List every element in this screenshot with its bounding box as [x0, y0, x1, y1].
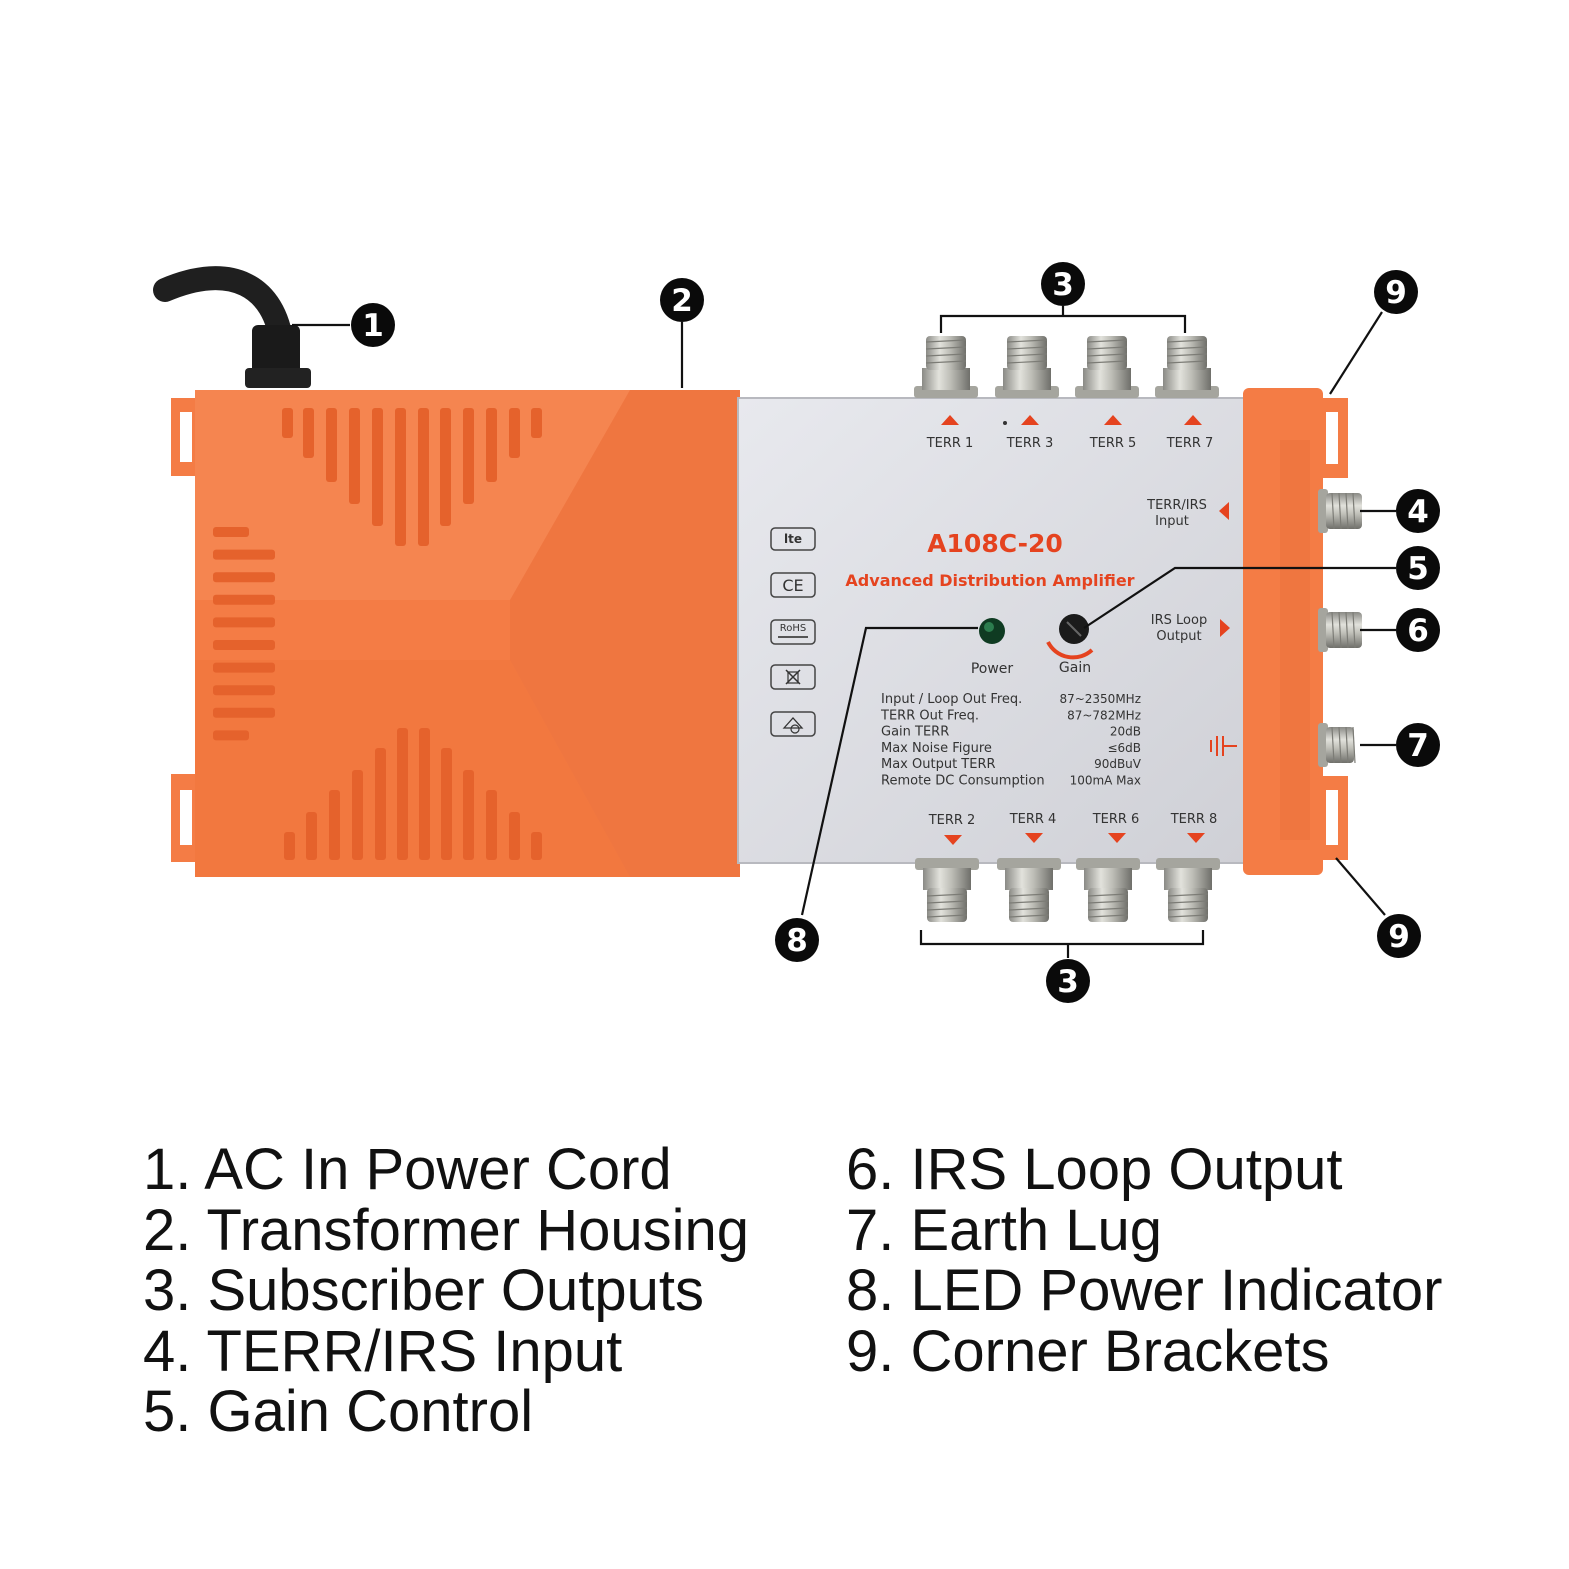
transformer-housing — [171, 390, 740, 877]
badge-number: 3 — [1057, 964, 1079, 1000]
port-labels-bottom: TERR 2 TERR 4 TERR 6 TERR 8 — [928, 812, 1218, 845]
badge-number: 7 — [1407, 728, 1429, 764]
port-label-terr5: TERR 5 — [1089, 436, 1137, 451]
legend-item-8: 8. LED Power Indicator — [846, 1258, 1443, 1323]
loop-label-line1: IRS Loop — [1151, 613, 1207, 628]
lte-filter-logo: lte — [770, 527, 816, 551]
input-label-line1: TERR/IRS — [1146, 498, 1207, 513]
subscriber-outputs-top[interactable] — [914, 336, 1219, 398]
power-label: Power — [971, 661, 1014, 677]
callout-badge-3-top: 3 — [1041, 262, 1085, 306]
connector-terr3[interactable] — [995, 336, 1059, 398]
legend-item-9: 9. Corner Brackets — [846, 1318, 1330, 1384]
legend-item-6: 6. IRS Loop Output — [846, 1137, 1343, 1202]
spec-value: 90dBuV — [1094, 757, 1142, 771]
callout-badge-9-bottom: 9 — [1377, 914, 1421, 958]
connector-terr8[interactable] — [1156, 858, 1220, 922]
badge-number: 3 — [1052, 267, 1074, 303]
ce-mark-icon: CE — [770, 572, 816, 598]
house-symbol-icon — [770, 711, 816, 737]
connector-terr7[interactable] — [1155, 336, 1219, 398]
port-label-terr6: TERR 6 — [1092, 812, 1140, 827]
port-label-terr7: TERR 7 — [1166, 436, 1214, 451]
svg-text:CE: CE — [782, 576, 803, 595]
port-label-terr4: TERR 4 — [1009, 812, 1057, 827]
badge-number: 8 — [786, 923, 808, 959]
spec-value: ≤6dB — [1107, 741, 1141, 755]
device-subtitle: Advanced Distribution Amplifier — [845, 571, 1134, 590]
callout-badge-3-bottom: 3 — [1046, 959, 1090, 1003]
connector-terr2[interactable] — [915, 858, 979, 922]
connector-terr5[interactable] — [1075, 336, 1139, 398]
callout-badge-7: 7 — [1396, 723, 1440, 767]
callout-badge-6: 6 — [1396, 608, 1440, 652]
spec-name: Gain TERR — [881, 725, 949, 740]
legend-item-5: 5. Gain Control — [143, 1379, 534, 1444]
port-label-terr3: TERR 3 — [1006, 436, 1054, 451]
callout-badge-1: 1 — [351, 303, 395, 347]
callout-badges: 1 2 3 9 4 5 6 7 8 3 9 — [351, 262, 1440, 1003]
badge-number: 9 — [1385, 275, 1407, 311]
legend-right: 6. IRS Loop Output 7. Earth Lug 8. LED P… — [846, 1137, 1443, 1384]
output-arrow-icon — [1220, 619, 1230, 637]
certification-logos: lte CE RoHS — [770, 527, 816, 737]
spec-value: 87~782MHz — [1067, 708, 1141, 722]
legend-item-3: 3. Subscriber Outputs — [143, 1258, 704, 1323]
power-cord — [153, 266, 311, 388]
badge-number: 4 — [1407, 494, 1429, 530]
gain-label: Gain — [1059, 660, 1091, 676]
legend-item-1: 1. AC In Power Cord — [143, 1137, 672, 1202]
legend-left: 1. AC In Power Cord 2. Transformer Housi… — [143, 1137, 750, 1444]
model-number: A108C-20 — [927, 529, 1063, 558]
spec-name: Max Output TERR — [881, 757, 996, 772]
right-end-cap — [1243, 388, 1348, 875]
weee-bin-icon — [770, 664, 816, 690]
loop-label-line2: Output — [1156, 629, 1201, 644]
irs-loop-output-connector[interactable] — [1318, 608, 1362, 652]
badge-number: 6 — [1407, 613, 1429, 649]
connector-terr4[interactable] — [997, 858, 1061, 922]
callout-lines — [292, 306, 1396, 958]
spec-value: 100mA Max — [1070, 774, 1141, 788]
input-label-line2: Input — [1155, 514, 1189, 529]
legend-item-7: 7. Earth Lug — [846, 1197, 1162, 1263]
spec-name: Max Noise Figure — [881, 741, 992, 756]
earth-lug[interactable] — [1318, 723, 1356, 767]
svg-text:lte: lte — [784, 532, 802, 546]
callout-badge-4: 4 — [1396, 489, 1440, 533]
gain-knob[interactable] — [1046, 614, 1094, 660]
legend-item-2: 2. Transformer Housing — [143, 1197, 750, 1263]
spec-name: Input / Loop Out Freq. — [881, 692, 1022, 707]
callout-badge-8: 8 — [775, 918, 819, 962]
port-labels-top: TERR 1 TERR 3 TERR 5 TERR 7 — [926, 415, 1214, 451]
terr-irs-input-connector[interactable] — [1318, 489, 1362, 533]
svg-text:RoHS: RoHS — [780, 623, 806, 634]
port-label-terr2: TERR 2 — [928, 813, 976, 828]
power-led — [979, 618, 1005, 644]
port-label-terr8: TERR 8 — [1170, 812, 1218, 827]
callout-badge-9-top: 9 — [1374, 270, 1418, 314]
rohs-logo: RoHS — [770, 619, 816, 645]
badge-number: 5 — [1407, 551, 1429, 587]
callout-badge-2: 2 — [660, 278, 704, 322]
badge-number: 9 — [1388, 919, 1410, 955]
earth-symbol-icon — [1210, 736, 1237, 756]
badge-number: 2 — [671, 283, 693, 319]
callout-badge-5: 5 — [1396, 546, 1440, 590]
spec-name: Remote DC Consumption — [881, 774, 1045, 789]
spec-name: TERR Out Freq. — [880, 708, 979, 723]
connector-terr1[interactable] — [914, 336, 978, 398]
spec-value: 87~2350MHz — [1059, 692, 1141, 706]
input-arrow-icon — [1219, 502, 1229, 520]
spec-value: 20dB — [1110, 725, 1141, 739]
badge-number: 1 — [362, 308, 384, 344]
port-label-terr1: TERR 1 — [926, 436, 974, 451]
legend-item-4: 4. TERR/IRS Input — [143, 1318, 623, 1384]
connector-terr6[interactable] — [1076, 858, 1140, 922]
subscriber-outputs-bottom[interactable] — [915, 858, 1220, 922]
